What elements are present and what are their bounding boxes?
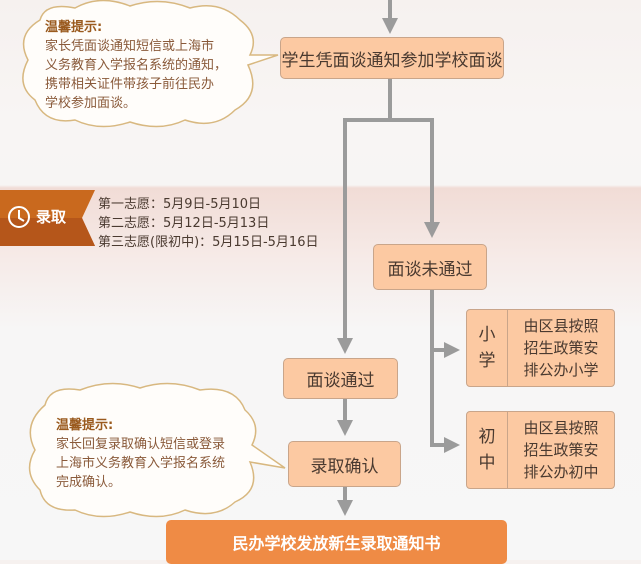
text-line: 由区县按照 [523, 317, 599, 335]
tip-line: 学校参加面谈。 [45, 96, 137, 111]
level-label: 初中 [467, 412, 508, 488]
step-confirm: 录取确认 [288, 441, 401, 487]
date-line: 第一志愿：5月9日-5月10日 [98, 197, 262, 212]
date-line: 第三志愿(限初中)：5月15日-5月16日 [98, 235, 319, 250]
arrow-to-passed [337, 78, 392, 354]
primary-school-box: 小学 由区县按照招生政策安排公办小学 [466, 309, 615, 387]
step-final: 民办学校发放新生录取通知书 [166, 520, 507, 564]
arrow-to-failed [390, 118, 440, 238]
tip-line: 携带相关证件带孩子前往民办 [45, 77, 215, 92]
step-failed: 面谈未通过 [373, 244, 487, 290]
top-tip-cloud [22, 0, 279, 128]
tip-title: 温馨提示: [56, 418, 114, 433]
level-label: 小学 [467, 310, 508, 386]
placement-text: 由区县按照招生政策安排公办初中 [508, 412, 614, 488]
tip-title: 温馨提示: [45, 20, 103, 35]
arrow-to-middle [430, 289, 460, 453]
middle-school-box: 初中 由区县按照招生政策安排公办初中 [466, 411, 615, 489]
tip-line: 家长回复录取确认短信或登录 [56, 437, 226, 452]
level-char: 初 [478, 427, 496, 447]
tip-line: 义务教育入学报名系统的通知， [45, 58, 228, 73]
level-char: 学 [478, 351, 496, 371]
top-tip: 温馨提示: 家长凭面谈通知短信或上海市 义务教育入学报名系统的通知， 携带相关证… [45, 18, 227, 113]
tip-line: 家长凭面谈通知短信或上海市 [45, 39, 215, 54]
step-passed: 面谈通过 [283, 358, 398, 399]
text-line: 招生政策安 [523, 441, 599, 459]
text-line: 排公办小学 [523, 361, 599, 379]
step-interview: 学生凭面谈通知参加学校面谈 [280, 37, 504, 79]
placement-text: 由区县按照招生政策安排公办小学 [508, 310, 614, 386]
level-char: 小 [478, 325, 496, 345]
section-label: 录取 [36, 208, 67, 226]
tip-line: 上海市义务教育入学报名系统 [56, 456, 226, 471]
date-line: 第二志愿：5月12日-5月13日 [98, 216, 270, 231]
text-line: 招生政策安 [523, 339, 599, 357]
text-line: 由区县按照 [523, 419, 599, 437]
tip-line: 完成确认。 [56, 475, 122, 490]
bottom-tip-cloud [28, 382, 286, 518]
clock-icon [8, 206, 30, 228]
level-char: 中 [478, 453, 496, 473]
bottom-tip: 温馨提示: 家长回复录取确认短信或登录 上海市义务教育入学报名系统 完成确认。 [56, 416, 225, 492]
text-line: 排公办初中 [523, 463, 599, 481]
admission-dates: 第一志愿：5月9日-5月10日 第二志愿：5月12日-5月13日 第三志愿(限初… [98, 195, 318, 252]
